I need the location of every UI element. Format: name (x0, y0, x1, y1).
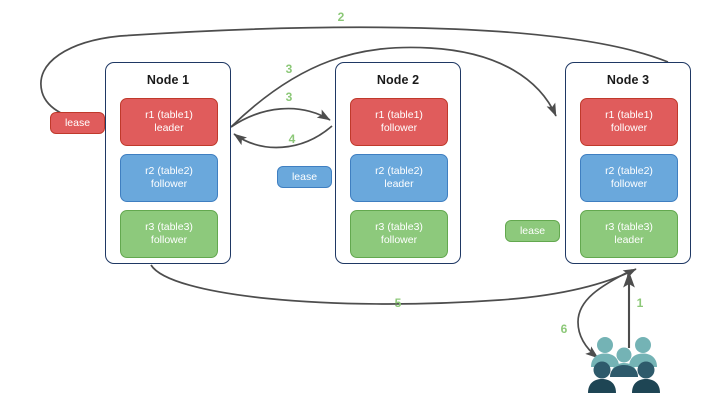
step-label-6: 6 (560, 322, 568, 336)
replica-role: follower (380, 234, 418, 246)
replica-name: r1 (table1) (605, 109, 653, 121)
lease-badge-table2[interactable]: lease (277, 166, 332, 188)
replica-name: r3 (table3) (375, 221, 423, 233)
replica-node3-r2[interactable]: r2 (table2) follower (580, 154, 678, 202)
node-container-2[interactable]: Node 2 r1 (table1) follower r2 (table2) … (335, 62, 461, 264)
step-label-3a: 3 (285, 62, 293, 76)
replica-name: r3 (table3) (145, 221, 193, 233)
lease-badge-table3[interactable]: lease (505, 220, 560, 242)
lease-badge-table1[interactable]: lease (50, 112, 105, 134)
replica-role: leader (154, 122, 184, 134)
node-title-3: Node 3 (606, 73, 650, 87)
step-label-4: 4 (288, 132, 296, 146)
replica-node2-r3[interactable]: r3 (table3) follower (350, 210, 448, 258)
replica-name: r2 (table2) (145, 165, 193, 177)
lease-label: lease (291, 171, 318, 183)
replica-name: r2 (table2) (375, 165, 423, 177)
replica-node3-r1[interactable]: r1 (table1) follower (580, 98, 678, 146)
node-title-1: Node 1 (146, 73, 190, 87)
step-label-1: 1 (636, 296, 644, 310)
replica-role: follower (150, 234, 188, 246)
replica-name: r1 (table1) (145, 109, 193, 121)
arrow-step-3-lower (230, 107, 331, 128)
replica-name: r2 (table2) (605, 165, 653, 177)
replica-role: follower (610, 178, 648, 190)
replica-role: follower (610, 122, 648, 134)
replica-node3-r3[interactable]: r3 (table3) leader (580, 210, 678, 258)
replica-node2-r1[interactable]: r1 (table1) follower (350, 98, 448, 146)
step-label-3b: 3 (285, 90, 293, 104)
node-container-1[interactable]: Node 1 r1 (table1) leader r2 (table2) fo… (105, 62, 231, 264)
replica-role: leader (614, 234, 644, 246)
lease-label: lease (64, 117, 91, 129)
step-label-2: 2 (337, 10, 345, 24)
users-icon (586, 334, 662, 396)
node-container-3[interactable]: Node 3 r1 (table1) follower r2 (table2) … (565, 62, 691, 264)
replica-node1-r3[interactable]: r3 (table3) follower (120, 210, 218, 258)
replica-node1-r2[interactable]: r2 (table2) follower (120, 154, 218, 202)
step-label-5: 5 (394, 296, 402, 310)
replica-name: r3 (table3) (605, 221, 653, 233)
replica-name: r1 (table1) (375, 109, 423, 121)
replica-node1-r1[interactable]: r1 (table1) leader (120, 98, 218, 146)
replica-role: leader (384, 178, 414, 190)
replica-role: follower (380, 122, 418, 134)
replica-role: follower (150, 178, 188, 190)
node-title-2: Node 2 (376, 73, 420, 87)
arrow-step-4 (233, 125, 333, 149)
replica-node2-r2[interactable]: r2 (table2) leader (350, 154, 448, 202)
lease-label: lease (519, 225, 546, 237)
